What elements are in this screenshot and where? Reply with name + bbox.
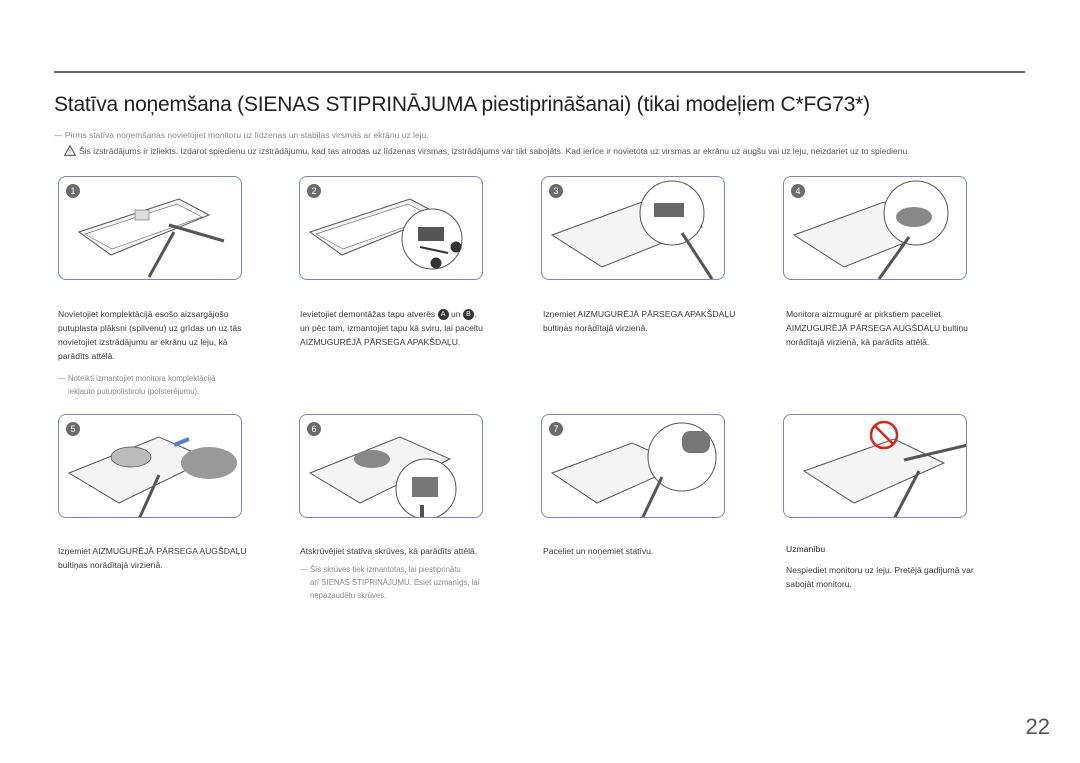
step-5-line-2: bultiņas norādītajā virzienā. bbox=[58, 560, 163, 570]
caution-heading: Uzmanību bbox=[786, 544, 826, 554]
step-2-illustration: 2 bbox=[299, 176, 483, 280]
warning-icon: ! bbox=[64, 145, 76, 156]
top-rule bbox=[54, 71, 1025, 73]
step-3-text: Izņemiet AIZMUGURĒJĀ PĀRSEGA APAKŠDAĻU b… bbox=[543, 307, 768, 335]
step-1-illustration: 1 bbox=[58, 176, 242, 280]
step-1-line-1: Novietojiet komplektācijā esošo aizsargā… bbox=[58, 309, 229, 319]
step-4-line-2: AIMZUGURĒJĀ PĀRSEGA AUGŠDAĻU bultiņu bbox=[786, 323, 968, 333]
step-5-line-1: Izņemiet AIZMUGURĒJĀ PĀRSEGA AUGŠDAĻU bbox=[58, 546, 247, 556]
step-2-text: Ievietojiet demontāžas tapu atverēs A un… bbox=[300, 307, 525, 349]
intro-note: ― Pirms statīva noņemšanas novietojiet m… bbox=[54, 130, 429, 140]
step-2-line-1-text: Ievietojiet demontāžas tapu atverēs bbox=[300, 309, 436, 319]
page-number: 22 bbox=[1025, 714, 1050, 739]
caution-line-2: sabojāt monitoru. bbox=[786, 579, 852, 589]
step-2-un: un bbox=[450, 309, 461, 319]
caution-line-1: Nespiediet monitoru uz leju. Pretējā gad… bbox=[786, 565, 974, 575]
step-4-badge: 4 bbox=[791, 184, 805, 198]
step-4-text: Monitora aizmugurē ar pirkstiem paceliet… bbox=[786, 307, 1011, 349]
warning-text: Šis izstrādājums ir izliekts. Izdarot sp… bbox=[79, 145, 910, 156]
step-1-note-line-2: iekļauto putupolistirolu (polsterējumu). bbox=[68, 387, 200, 396]
step-7-line-1: Paceliet un noņemiet statīvu. bbox=[543, 546, 654, 556]
step-6-note-line-3: nepazaudētu skrūves. bbox=[310, 591, 387, 600]
step-4-illustration: 4 bbox=[783, 176, 967, 280]
step-7-text: Paceliet un noņemiet statīvu. bbox=[543, 544, 768, 558]
step-2-badge: 2 bbox=[307, 184, 321, 198]
warning-line: ! Šis izstrādājums ir izliekts. Izdarot … bbox=[64, 145, 910, 156]
step-5-illustration: 5 bbox=[58, 414, 242, 518]
step-4-line-1: Monitora aizmugurē ar pirkstiem paceliet bbox=[786, 309, 941, 319]
step-5-badge: 5 bbox=[66, 422, 80, 436]
step-6-note-line-2: arī SIENAS STIPRINĀJUMU. Esiet uzmanīgs,… bbox=[310, 578, 480, 587]
step-2-line-3: AIZMUGURĒJĀ PĀRSEGA APAKŠDAĻU. bbox=[300, 337, 461, 347]
step-6-note: ― Šīs skrūves tiek izmantotas, lai piest… bbox=[300, 563, 510, 602]
step-4-line-3: norādītajā virzienā, kā parādīts attēlā. bbox=[786, 337, 930, 347]
svg-text:!: ! bbox=[69, 149, 71, 156]
page-title: Statīva noņemšana (SIENAS STIPRINĀJUMA p… bbox=[54, 93, 870, 116]
step-3-line-1: Izņemiet AIZMUGURĒJĀ PĀRSEGA APAKŠDAĻU bbox=[543, 309, 736, 319]
step-6-text: Atskrūvējiet statīva skrūves, kā parādīt… bbox=[300, 544, 525, 558]
step-7-illustration: 7 bbox=[541, 414, 725, 518]
step-3-illustration: 3 bbox=[541, 176, 725, 280]
step-3-line-2: bultiņas norādītajā virzienā. bbox=[543, 323, 648, 333]
step-2-line-1: Ievietojiet demontāžas tapu atverēs A un… bbox=[300, 307, 525, 321]
step-2-line-2: un pēc tam, izmantojiet tapu kā sviru, l… bbox=[300, 323, 483, 333]
step-6-badge: 6 bbox=[307, 422, 321, 436]
label-a-circle: A bbox=[437, 309, 449, 321]
caution-text: Nespiediet monitoru uz leju. Pretējā gad… bbox=[786, 563, 1011, 591]
caution-illustration bbox=[783, 414, 967, 518]
step-1-text: Novietojiet komplektācijā esošo aizsargā… bbox=[58, 307, 283, 363]
step-6-illustration: 6 bbox=[299, 414, 483, 518]
step-3-badge: 3 bbox=[549, 184, 563, 198]
step-6-line-1: Atskrūvējiet statīva skrūves, kā parādīt… bbox=[300, 546, 478, 556]
step-6-note-line-1: ― Šīs skrūves tiek izmantotas, lai piest… bbox=[300, 565, 461, 574]
step-1-line-2: putuplasta plāksni (spilvenu) uz grīdas … bbox=[58, 323, 242, 333]
step-5-text: Izņemiet AIZMUGURĒJĀ PĀRSEGA AUGŠDAĻU bu… bbox=[58, 544, 283, 572]
step-1-line-4: parādīts attēlā. bbox=[58, 351, 115, 361]
step-1-line-3: novietojiet izstrādājumu ar ekrānu uz le… bbox=[58, 337, 228, 347]
step-1-note: ― Noteikti izmantojiet monitora komplekt… bbox=[58, 372, 268, 398]
step-1-badge: 1 bbox=[66, 184, 80, 198]
step-2-comma: , bbox=[473, 309, 477, 319]
label-b-circle: B bbox=[462, 309, 474, 321]
step-1-note-line-1: ― Noteikti izmantojiet monitora komplekt… bbox=[58, 374, 216, 383]
step-7-badge: 7 bbox=[549, 422, 563, 436]
